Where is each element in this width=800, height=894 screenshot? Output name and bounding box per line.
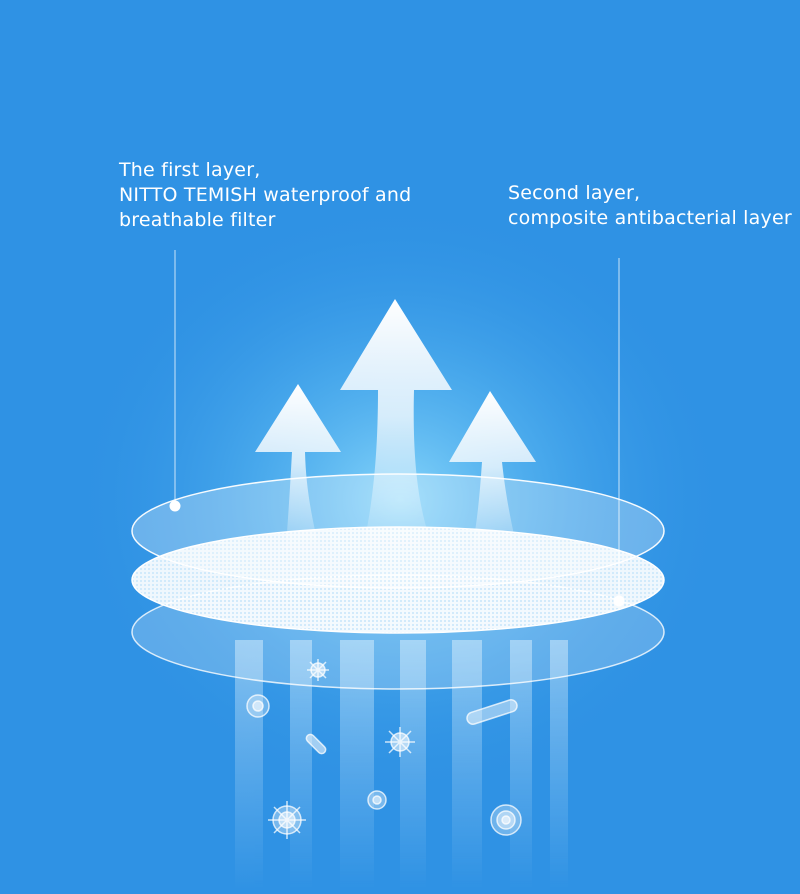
virus-icon bbox=[268, 801, 306, 839]
first-layer-leader-dot bbox=[169, 500, 181, 512]
first-layer-label-line-1: The first layer, bbox=[119, 159, 261, 181]
first-layer-label-line-2: NITTO TEMISH waterproof and bbox=[119, 184, 412, 206]
upward-arrow-icon bbox=[340, 299, 452, 560]
second-layer-leader-dot bbox=[613, 595, 625, 607]
virus-icon bbox=[385, 727, 415, 757]
first-layer-label-line-3: breathable filter bbox=[119, 209, 276, 231]
first-layer-label: The first layer, NITTO TEMISH waterproof… bbox=[119, 158, 411, 233]
bacteria-icon bbox=[246, 694, 270, 718]
upward-arrow-icon bbox=[255, 384, 341, 560]
second-layer-label-line-1: Second layer, bbox=[508, 182, 641, 204]
upward-arrow-icon bbox=[449, 391, 536, 560]
bacteria-icon bbox=[466, 699, 518, 725]
bacteria-icon bbox=[367, 790, 387, 810]
second-layer-label-line-2: composite antibacterial layer bbox=[508, 207, 792, 229]
light-beams bbox=[235, 640, 568, 890]
bacteria-icon bbox=[490, 804, 522, 836]
second-layer-label: Second layer, composite antibacterial la… bbox=[508, 181, 792, 231]
bacteria-icon bbox=[305, 733, 327, 755]
virus-icon bbox=[307, 659, 329, 681]
